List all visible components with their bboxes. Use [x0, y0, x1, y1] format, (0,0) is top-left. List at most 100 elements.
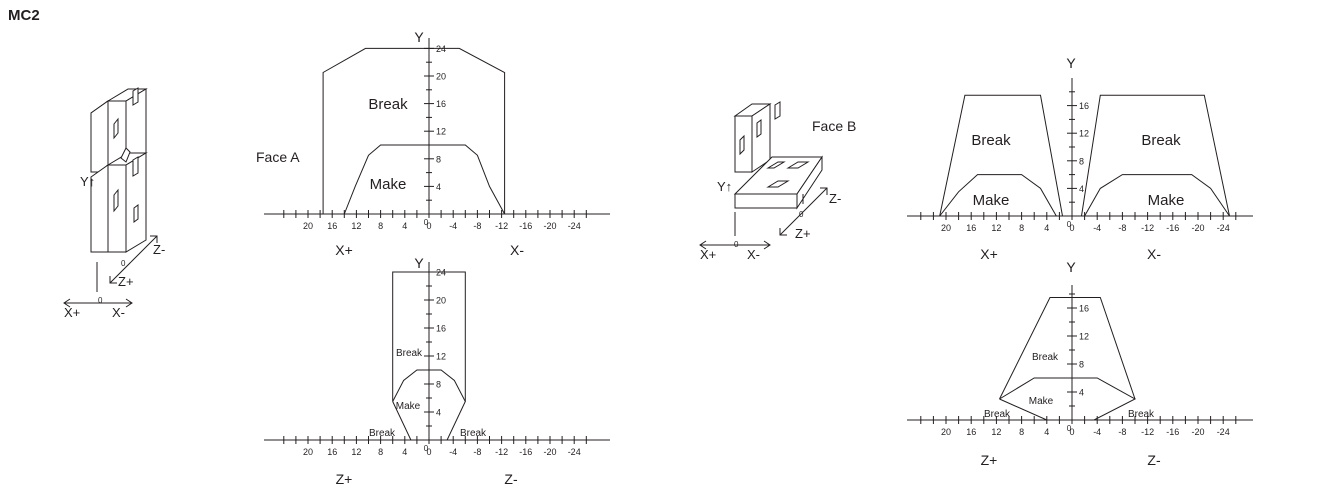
make-envelope-line — [1084, 174, 1230, 217]
origin-label: 0 — [121, 259, 126, 268]
x-tick-label: 12 — [991, 427, 1001, 437]
x-tick-label: -4 — [449, 221, 457, 231]
x-tick-label: -12 — [1141, 223, 1154, 233]
make-envelope-line — [939, 174, 1057, 217]
make-region-label: Make — [973, 192, 1010, 209]
y-axis-label: Y — [1066, 259, 1076, 275]
x-tick-label: -4 — [1093, 427, 1101, 437]
break-region-label: Break — [368, 96, 408, 113]
x-tick-label: 20 — [941, 223, 951, 233]
x-tick-label: 4 — [402, 447, 407, 457]
make-region-label: Make — [1029, 396, 1054, 407]
x-tick-label: -12 — [1141, 427, 1154, 437]
x-tick-label: 8 — [1019, 427, 1024, 437]
y-tick-label: 12 — [436, 352, 446, 362]
y-tick-label: 12 — [1079, 129, 1089, 139]
x-tick-label: 0 — [426, 447, 431, 457]
x-tick-label: -16 — [519, 221, 532, 231]
y-tick-label: 16 — [1079, 304, 1089, 314]
make-envelope-line — [343, 144, 506, 215]
break-region-label: Break — [369, 428, 396, 439]
y-tick-label: 4 — [436, 408, 441, 418]
x-tick-label: 0 — [426, 221, 431, 231]
break-region-label: Break — [1128, 409, 1155, 420]
y-tick-label: 4 — [436, 182, 441, 192]
x-tick-label: -4 — [1093, 223, 1101, 233]
break-region-label: Break — [984, 409, 1011, 420]
y-axis-label: Y — [1066, 55, 1076, 71]
x-tick-label: -20 — [543, 221, 556, 231]
y-axis-label: Y — [414, 255, 424, 271]
x-tick-label: -8 — [1118, 427, 1126, 437]
x-tick-label: 12 — [351, 447, 361, 457]
x-tick-label: 8 — [378, 221, 383, 231]
page-title: MC2 — [8, 7, 40, 24]
x-tick-label: 16 — [327, 221, 337, 231]
x-tick-label: -12 — [495, 221, 508, 231]
x-minus-label: X- — [747, 247, 760, 262]
break-region-label: Break — [1032, 352, 1059, 363]
x-tick-label: 16 — [327, 447, 337, 457]
x-tick-label: -8 — [1118, 223, 1126, 233]
x-tick-label: -24 — [1217, 223, 1230, 233]
x-tick-label: -16 — [519, 447, 532, 457]
break-envelope-line — [1081, 94, 1230, 217]
x-tick-label: -4 — [449, 447, 457, 457]
x-tick-label: -16 — [1166, 427, 1179, 437]
origin-label: 0 — [799, 210, 804, 219]
break-region-label: Break — [396, 348, 423, 359]
x-axis-left-label: Z+ — [336, 471, 353, 487]
x-axis-right-label: X- — [510, 242, 524, 258]
break-envelope-line — [939, 94, 1063, 217]
break-region-label: Break — [971, 132, 1011, 149]
y-tick-label: 4 — [1079, 184, 1084, 194]
x-tick-label: -24 — [568, 221, 581, 231]
x-tick-label: -20 — [1191, 223, 1204, 233]
break-region-label: Break — [1141, 132, 1181, 149]
x-tick-label: 4 — [1044, 427, 1049, 437]
make-envelope-line — [999, 377, 1137, 421]
x-tick-label: -24 — [568, 447, 581, 457]
y-tick-label: 16 — [436, 99, 446, 109]
y-tick-label: 4 — [1079, 388, 1084, 398]
origin-label: 0 — [1067, 220, 1072, 229]
x-tick-label: 0 — [1069, 223, 1074, 233]
y-tick-label: 8 — [436, 380, 441, 390]
face-a-part-sketch: Y↑ Z- Z+ 0 0 X+ X- — [63, 87, 165, 320]
make-region-label: Make — [1148, 192, 1185, 209]
y-tick-label: 16 — [1079, 101, 1089, 111]
x-axis-right-label: Z- — [504, 471, 518, 487]
break-envelope-line — [322, 47, 506, 214]
x-axis-left-label: X+ — [335, 242, 353, 258]
x-minus-label: X- — [112, 305, 125, 320]
x-tick-label: -16 — [1166, 223, 1179, 233]
z-minus-label: Z- — [153, 242, 165, 257]
make-region-label: Make — [396, 401, 421, 412]
x-tick-label: 4 — [402, 221, 407, 231]
y-tick-label: 20 — [436, 296, 446, 306]
x-tick-label: -12 — [495, 447, 508, 457]
y-tick-label: 20 — [436, 72, 446, 82]
x-axis-left-label: X+ — [980, 246, 998, 262]
x-tick-label: 12 — [351, 221, 361, 231]
y-arrow-label: Y↑ — [80, 174, 95, 189]
x-tick-label: -20 — [543, 447, 556, 457]
y-tick-label: 8 — [436, 154, 441, 164]
face-b-part-sketch: Y↑ Z- Z+ 0 0 X+ X- — [699, 101, 841, 262]
origin-label: 0 — [734, 240, 739, 249]
x-tick-label: 4 — [1044, 223, 1049, 233]
y-tick-label: 12 — [1079, 332, 1089, 342]
z-minus-label: Z- — [829, 191, 841, 206]
x-tick-label: 20 — [303, 447, 313, 457]
origin-label: 0 — [424, 218, 429, 227]
x-tick-label: -24 — [1217, 427, 1230, 437]
y-axis-label: Y — [414, 29, 424, 45]
x-tick-label: -8 — [473, 447, 481, 457]
z-plus-label: Z+ — [795, 226, 811, 241]
x-tick-label: 8 — [1019, 223, 1024, 233]
face-a-label: Face A — [256, 149, 300, 165]
